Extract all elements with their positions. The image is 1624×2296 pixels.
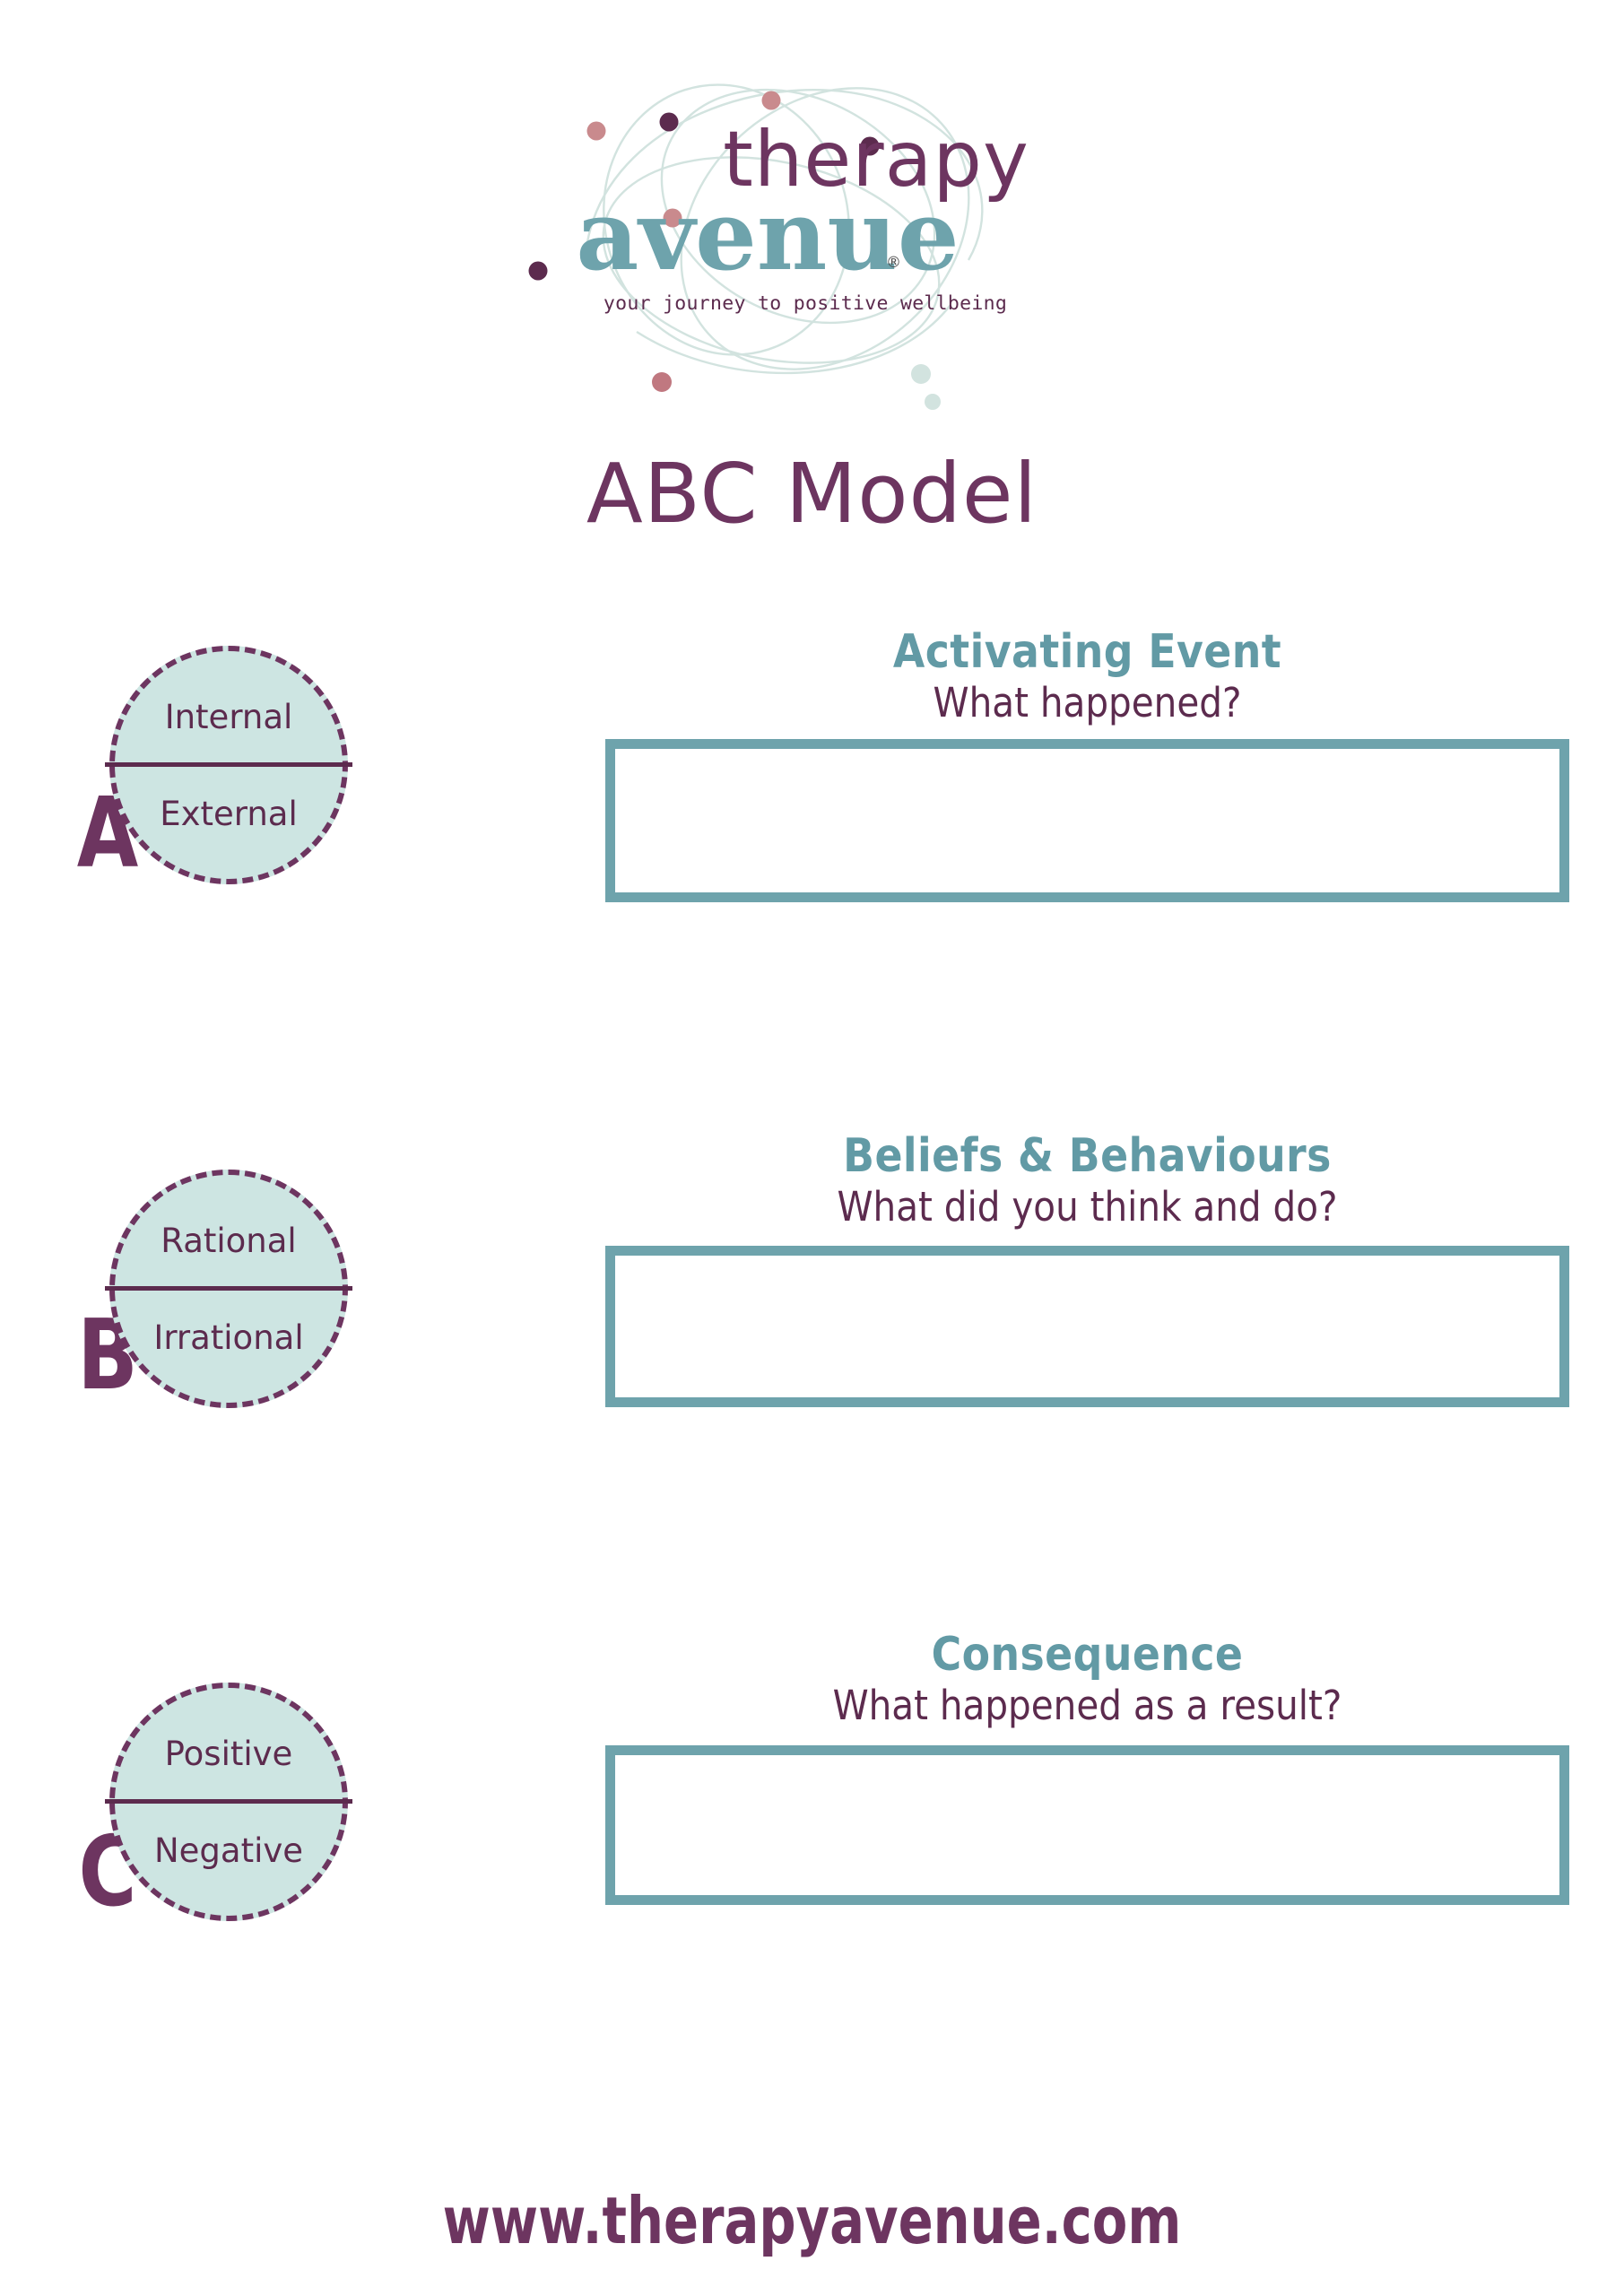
section-title-a: Activating Event — [892, 625, 1282, 679]
orbit-lines-group — [586, 83, 984, 375]
split-circle-b: Rational Irrational — [105, 1170, 352, 1408]
section-title-b: Beliefs & Behaviours — [843, 1129, 1332, 1183]
section-heading-b: Beliefs & Behaviours What did you think … — [605, 1132, 1569, 1229]
dot-sage-1 — [911, 364, 931, 384]
circle-divider-a — [105, 762, 352, 767]
circle-label-a-top: Internal — [164, 698, 293, 736]
answer-box-b[interactable] — [605, 1246, 1569, 1407]
circle-label-b-bottom: Irrational — [153, 1318, 304, 1357]
answer-box-a[interactable] — [605, 739, 1569, 902]
circle-label-c-bottom: Negative — [153, 1831, 304, 1870]
dot-plum-3 — [528, 261, 548, 281]
answer-box-c[interactable] — [605, 1745, 1569, 1905]
circle-divider-b — [105, 1286, 352, 1291]
section-subtitle-c: What happened as a result? — [832, 1681, 1342, 1729]
page-title: ABC Model — [586, 446, 1038, 542]
logo-word-therapy: therapy — [723, 115, 1029, 204]
section-subtitle-b: What did you think and do? — [837, 1182, 1338, 1231]
dot-rose-4 — [652, 372, 672, 392]
footer-website-url[interactable]: www.therapyavenue.com — [442, 2183, 1182, 2258]
dot-rose-3 — [663, 208, 682, 228]
dot-plum-2 — [860, 136, 880, 156]
section-row-a: A Internal External Activating Event Wha… — [0, 628, 1624, 1076]
dot-rose-1 — [586, 121, 606, 141]
therapy-avenue-logo: therapy avenue ® your journey to positiv… — [502, 36, 1130, 413]
section-title-c: Consequence — [931, 1628, 1244, 1682]
circle-label-a-bottom: External — [160, 795, 298, 833]
section-row-b: B Rational Irrational Beliefs & Behaviou… — [0, 1132, 1624, 1580]
logo-artwork: therapy avenue ® your journey to positiv… — [528, 83, 1029, 410]
dot-sage-2 — [925, 394, 941, 410]
section-heading-c: Consequence What happened as a result? — [605, 1631, 1569, 1727]
logo-word-avenue: avenue — [576, 179, 959, 292]
logo-dots-group — [528, 91, 941, 410]
circle-divider-c — [105, 1799, 352, 1804]
split-circle-a: Internal External — [105, 646, 352, 884]
registered-trademark-icon: ® — [886, 254, 901, 272]
section-row-c: C Positive Negative Consequence What hap… — [0, 1631, 1624, 2079]
circle-label-c-top: Positive — [164, 1735, 293, 1773]
section-subtitle-a: What happened? — [933, 678, 1242, 726]
circle-label-b-top: Rational — [161, 1222, 297, 1260]
dot-plum-1 — [659, 112, 679, 132]
logo-tagline: your journey to positive wellbeing — [604, 292, 1007, 315]
split-circle-c: Positive Negative — [105, 1683, 352, 1921]
dot-rose-2 — [761, 91, 781, 110]
section-heading-a: Activating Event What happened? — [605, 628, 1569, 725]
